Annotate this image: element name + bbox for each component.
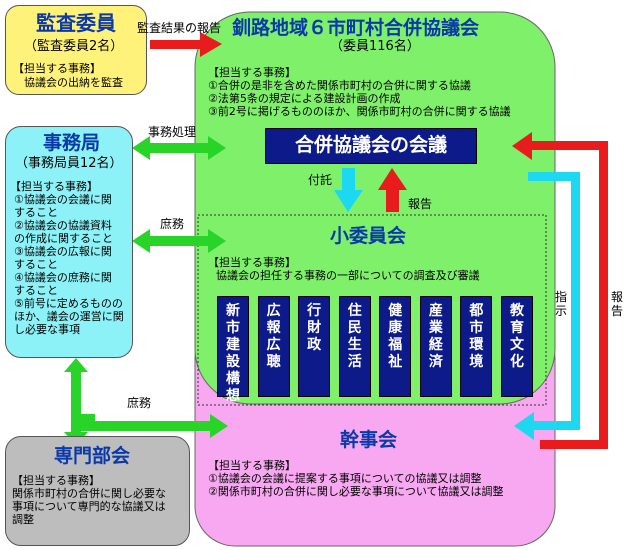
committee-box: 新市建設構想 [217,296,249,404]
subcommittee-region [197,214,547,406]
expert-duty-line: 調整 [12,513,34,526]
expert-title: 専門部会 [54,445,131,467]
steering-report-arrow [512,132,608,449]
council-duty-head: 【担当する事務】 [208,66,296,79]
steering-duty-head: 【担当する事務】 [208,459,296,472]
instruct-arrow [514,172,580,440]
secretariat-subcommittee-arrow [132,229,226,253]
secretariat-arrow-label-2: 庶務 [160,217,185,231]
secretariat-expert-arrow [64,358,228,446]
secretariat-duty-head: 【担当する事務】 [10,180,98,193]
secretariat-box [5,126,133,358]
committee-label: 教育文化 [510,303,524,370]
secretariat-duty-line: すること [14,258,58,271]
audit-arrow-label: 監査結果の報告 [137,21,222,35]
committee-label: 新市建設構想 [226,303,240,404]
committee-box: 行財政 [298,296,331,397]
secretariat-duty-line: すること [14,206,58,219]
council-duty-3: ③前2号に掲げるもののほか、関係市町村の合併に関する協議 [208,105,511,118]
expert-box [5,436,190,546]
audit-title: 監査委員 [36,11,116,35]
committee-box: 健康福祉 [379,296,412,397]
audit-duty: 協議会の出納を監査 [24,76,123,89]
committee-box: 広報広聴 [257,296,290,397]
secretariat-duty-line: ほか、議会の運営に関 [14,310,124,323]
secretariat-duty-line: ②協議会の協議資料 [14,219,112,232]
council-title: 釧路地域６市町村合併協議会 [232,17,480,39]
secretariat-council-arrow [132,136,226,160]
subcommittee-report-label: 報告 [408,197,433,211]
steering-duty-2: ②関係市町村の合併に関し必要な事項について協議又は調整 [208,485,504,498]
secretariat-duty-line: ⑤前号に定めるものの [14,297,123,310]
secretariat-count: （事務局員12名） [15,156,123,171]
entrust-label: 付託 [308,173,333,187]
committee-label: 行財政 [307,303,322,353]
secretariat-duty-line: し必要な事項 [14,323,80,336]
audit-committee-box [5,5,147,95]
secretariat-duty-line: ①協議会の会議に関 [14,193,112,206]
secretariat-arrow-label-3: 庶務 [127,396,152,410]
committee-box: 住民生活 [338,296,371,397]
secretariat-duty-line: ③協議会の広報に関 [14,245,112,258]
expert-duty-line: 事項について専門的な協議又は [12,500,166,513]
subcommittee-duty-head: 【担当する事務】 [208,256,296,269]
audit-report-arrow [150,32,222,57]
committee-box: 教育文化 [501,296,533,397]
steering-title: 幹事会 [340,429,398,451]
secretariat-duty-line: ④協議会の庶務に関 [14,271,112,284]
council-meeting-box [265,128,477,164]
instruct-label: 指示 [555,290,568,318]
audit-count: （監査委員2名） [24,39,124,54]
committee-label: 住民生活 [347,303,362,370]
committee-list: 新市建設構想 広報広聴 行財政 住民生活 健康福祉 産業経済 都市環境 教育文化 [217,296,533,404]
steering-report-label: 報告 [611,290,624,318]
subcommittee-report-arrow [378,168,407,212]
secretariat-title: 事務局 [43,132,101,154]
steering-duty-1: ①協議会の会議に提案する事項についての協議又は調整 [208,472,482,485]
council-count: （委員116名） [330,39,420,54]
subcommittee-duty: 協議会の担任する事務の一部についての調査及び審議 [216,269,480,282]
council-meeting-title: 合併協議会の会議 [294,134,447,156]
entrust-arrow [334,168,363,212]
expert-duty-head: 【担当する事務】 [12,474,100,487]
secretariat-arrow-label-1: 事務処理 [148,125,197,139]
committee-label: 都市環境 [469,303,484,370]
committee-label: 産業経済 [428,303,443,370]
council-duty-2: ②法第5条の規定による建設計画の作成 [208,92,401,105]
committee-label: 広報広聴 [266,303,281,370]
secretariat-duty-line: の作成に関すること [14,232,113,245]
expert-duty-list: 関係市町村の合併に関し必要な事項について専門的な協議又は調整 [12,487,166,526]
committee-label: 健康福祉 [388,303,403,370]
audit-duty-head: 【担当する事務】 [13,62,101,75]
council-duty-1: ①合併の是非を含めた関係市町村の合併に関する協議 [208,79,471,92]
committee-box: 都市環境 [460,296,493,397]
secretariat-duty-line: すること [14,284,58,297]
committee-box: 産業経済 [419,296,452,397]
expert-duty-line: 関係市町村の合併に関し必要な [12,487,166,500]
subcommittee-title: 小委員会 [330,225,407,247]
